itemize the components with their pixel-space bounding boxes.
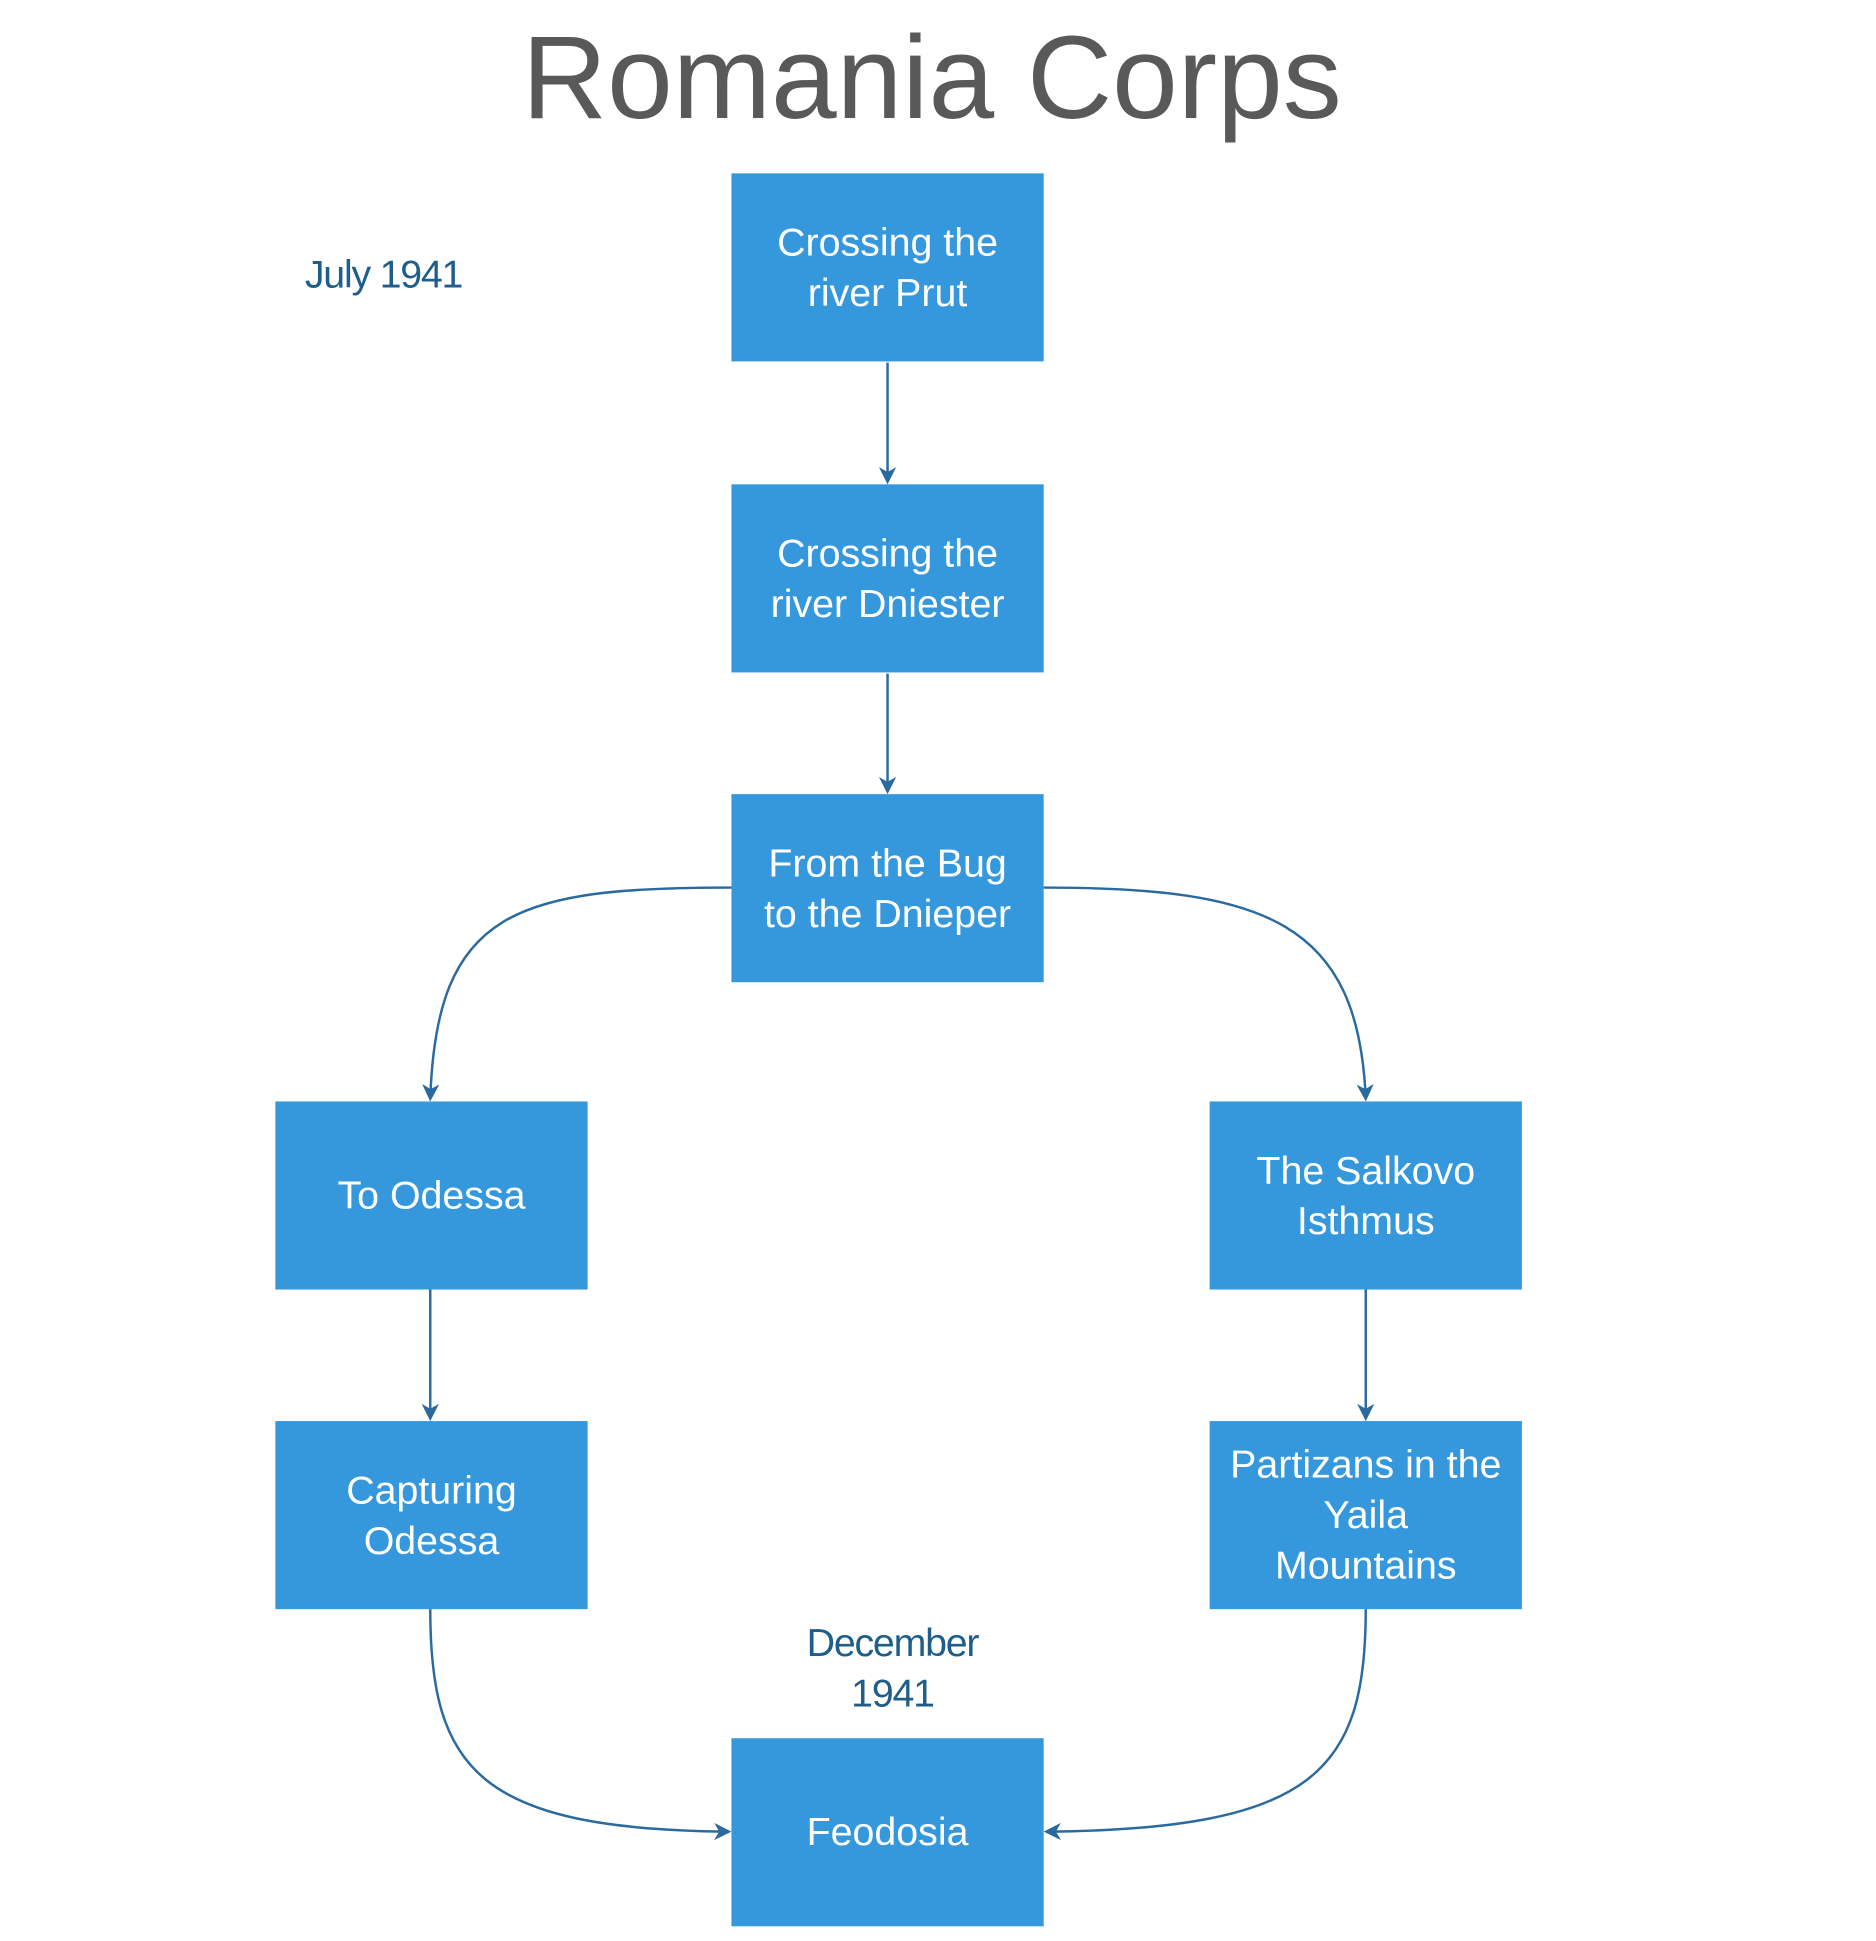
node-to-odessa: To Odessa bbox=[275, 1101, 588, 1290]
edge-bug-to-odessa bbox=[422, 886, 732, 1102]
node-feodosia: Feodosia bbox=[731, 1738, 1044, 1927]
node-crossing-dniester: Crossing the river Dniester bbox=[731, 484, 1044, 673]
node-yaila-partizans: Partizans in the Yaila Mountains bbox=[1209, 1421, 1522, 1610]
diagram-title: Romania Corps bbox=[521, 12, 1342, 144]
edge-bug-to-salkovo bbox=[1043, 886, 1374, 1102]
edge-capture-to-feodosia bbox=[429, 1609, 732, 1841]
node-bug-to-dnieper: From the Bug to the Dnieper bbox=[731, 794, 1044, 983]
edge-yaila-to-feodosia bbox=[1043, 1609, 1367, 1841]
node-crossing-prut: Crossing the river Prut bbox=[731, 173, 1044, 362]
node-capturing-odessa: Capturing Odessa bbox=[275, 1421, 588, 1610]
node-salkovo-isthmus: The Salkovo Isthmus bbox=[1209, 1101, 1522, 1290]
start-date-label: July 1941 bbox=[304, 252, 464, 297]
end-date-label: December 1941 bbox=[806, 1620, 980, 1715]
